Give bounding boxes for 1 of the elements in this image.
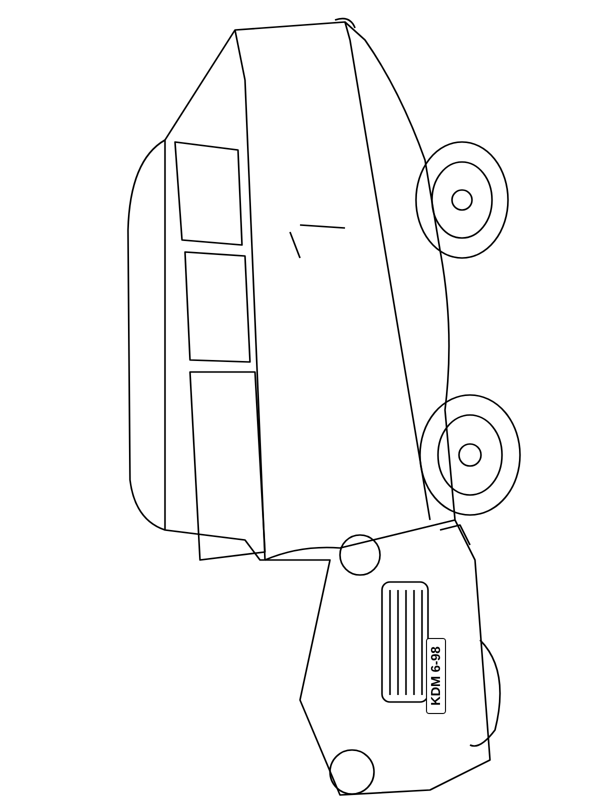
license-plate: KDM 6-98 xyxy=(426,638,446,714)
